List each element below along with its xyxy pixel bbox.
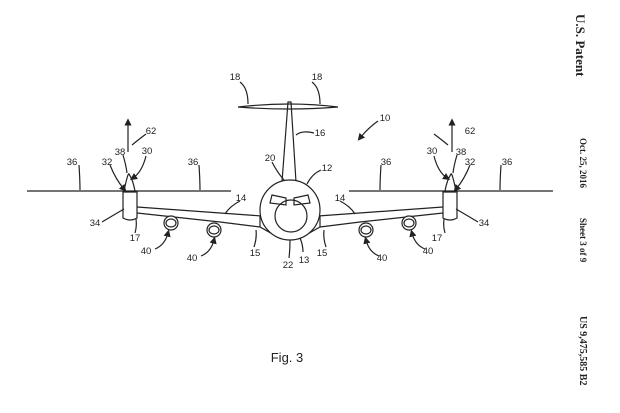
ref-17: 17 [432,233,443,244]
ref-40: 40 [141,246,152,257]
ref-36: 36 [502,157,513,168]
ref-34: 34 [479,218,490,229]
ref-36: 36 [67,157,78,168]
ref-40: 40 [423,246,434,257]
ref-62: 62 [146,126,157,137]
ref-10: 10 [380,113,391,124]
ref-13: 13 [299,255,310,266]
fuselage [259,179,321,241]
right-wing-assembly [304,122,553,256]
ref-18: 18 [312,72,323,83]
figure-caption: Fig. 3 [271,350,304,365]
ref-14: 14 [335,193,346,204]
ref-62: 62 [465,126,476,137]
nose-radome [274,199,308,233]
ref-15: 15 [317,248,328,259]
ref-32: 32 [465,157,476,168]
ref-16: 16 [315,128,326,139]
vertical-fin [281,101,297,183]
ref-22: 22 [283,260,294,271]
ref-36: 36 [381,157,392,168]
header-sheet: Sheet 3 of 9 [578,218,588,263]
ref-38: 38 [456,147,467,158]
ref-36: 36 [188,157,199,168]
ref-40: 40 [187,253,198,264]
header-title: U.S. Patent [573,14,588,77]
ref-17: 17 [130,233,141,244]
ref-20: 20 [265,153,276,164]
ref-34: 34 [90,218,101,229]
ref-30: 30 [427,146,438,157]
ref-38: 38 [115,147,126,158]
ref-30: 30 [142,146,153,157]
ref-32: 32 [102,157,113,168]
ref-15: 15 [250,248,261,259]
ref-12: 12 [322,163,333,174]
horizontal-stabilizer [237,103,339,110]
ref-18: 18 [230,72,241,83]
ref-14: 14 [236,193,247,204]
header-date: Oct. 25, 2016 [578,138,588,188]
ref-40: 40 [377,253,388,264]
left-wing-assembly [27,122,276,256]
cockpit-windows [269,194,311,206]
header-patent-number: US 9,475,585 B2 [577,316,588,386]
